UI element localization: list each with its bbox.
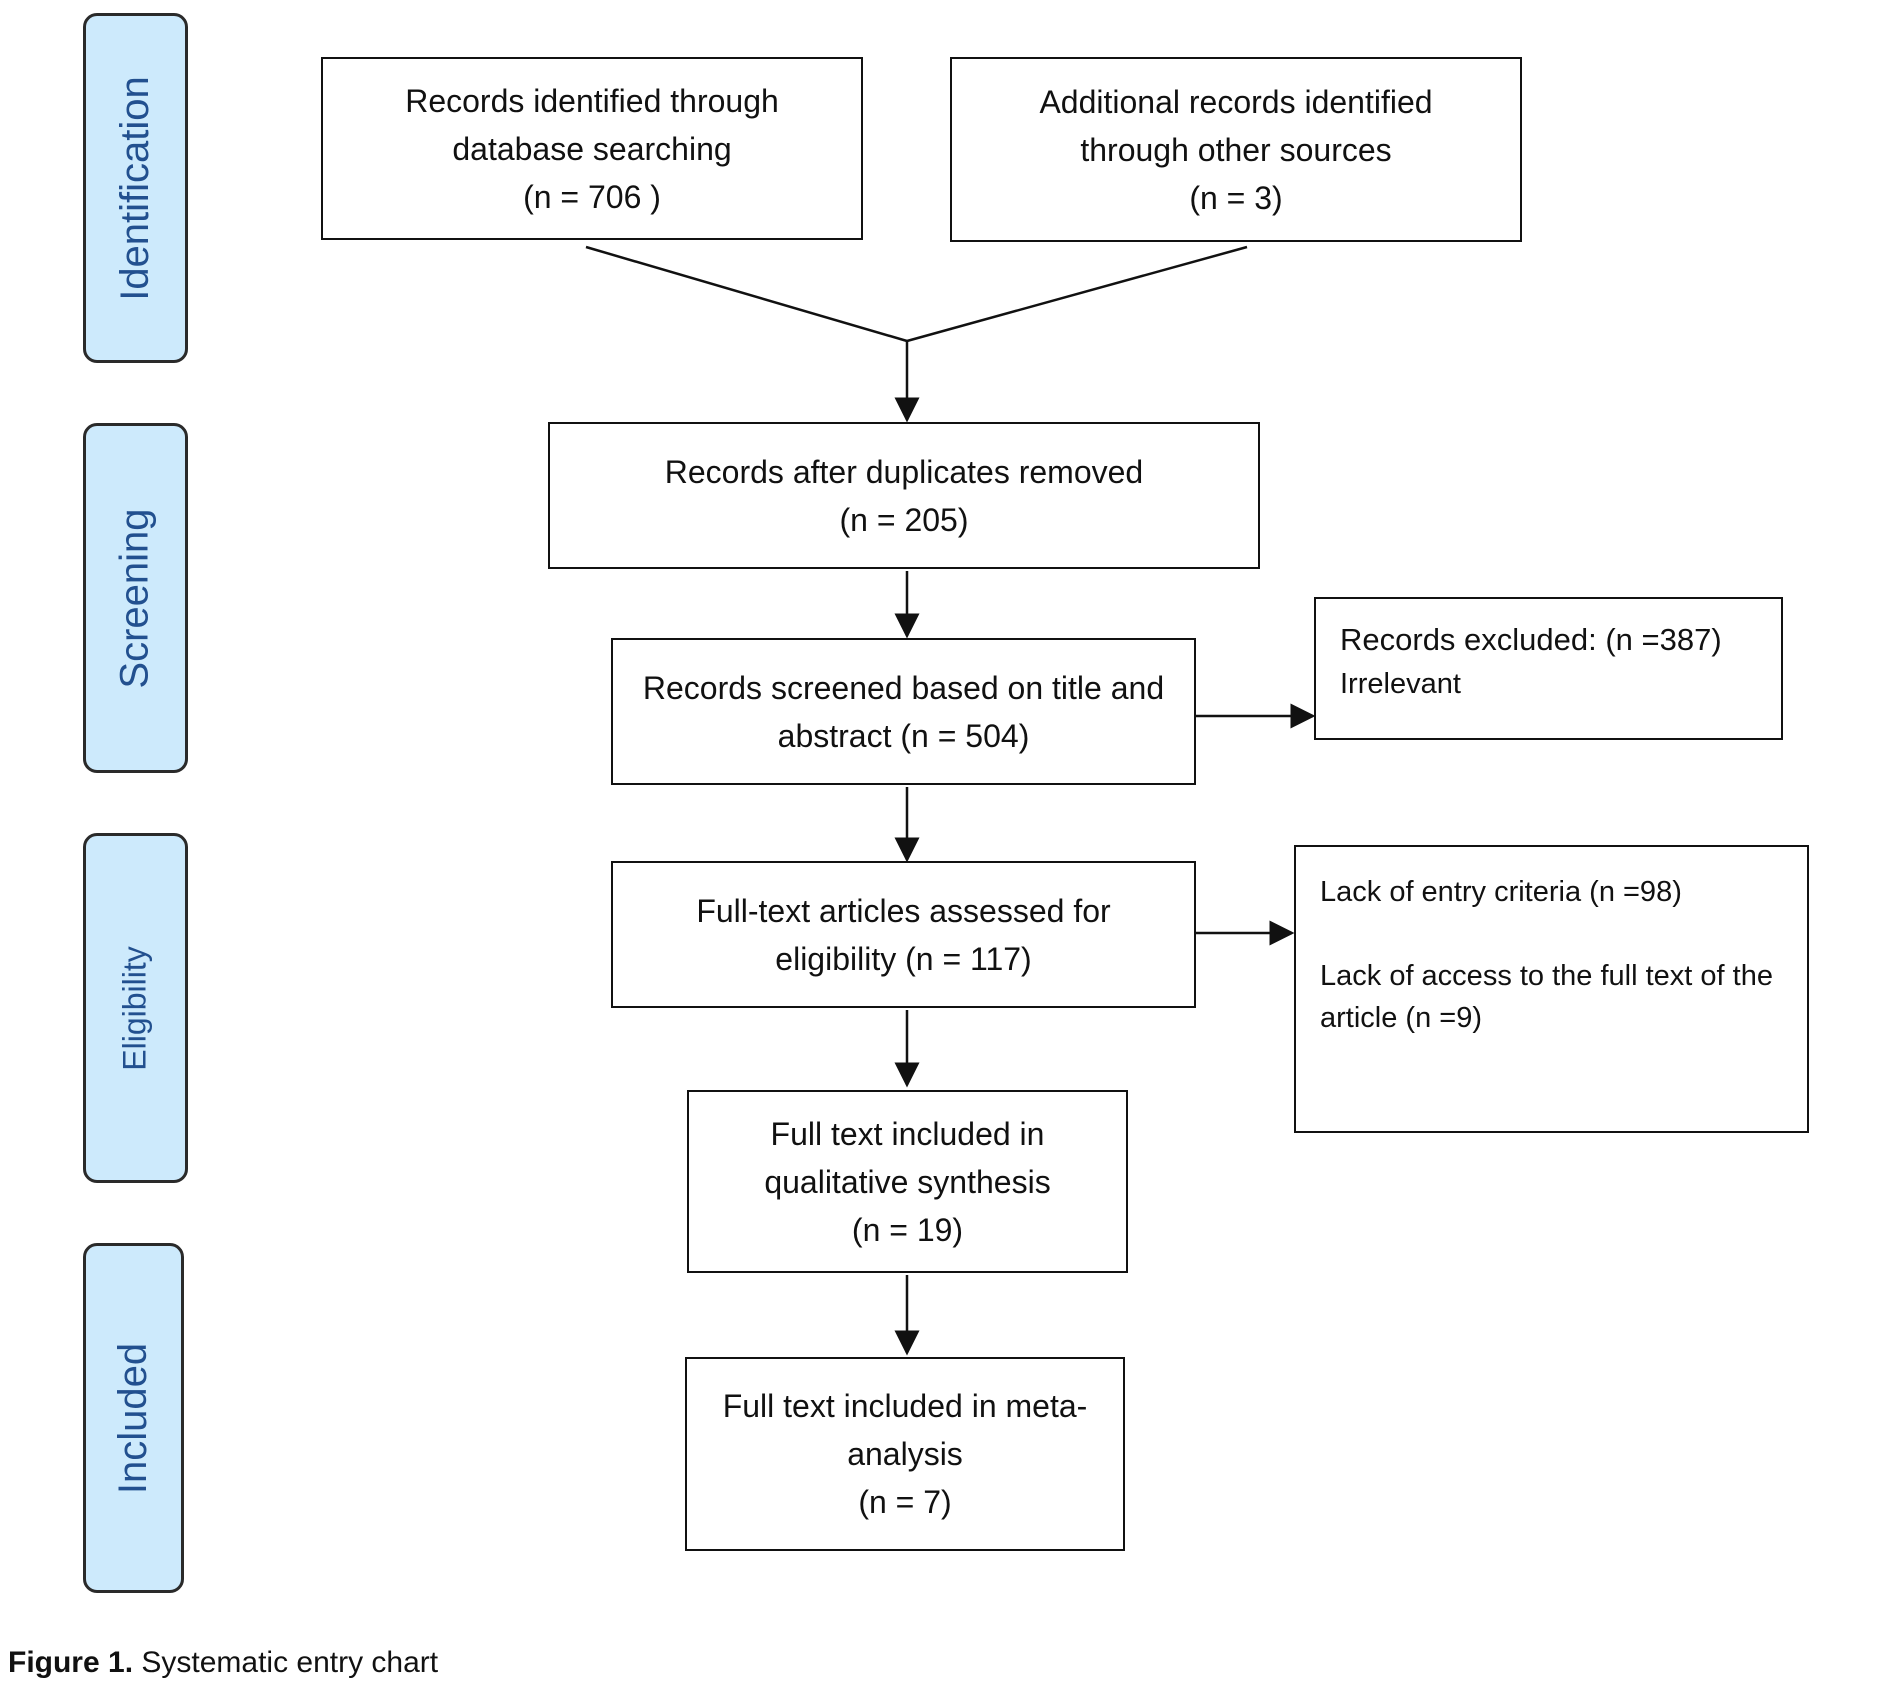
box-line: Records identified through	[405, 82, 779, 119]
box-line: abstract (n = 504)	[777, 717, 1030, 754]
box-line: Additional records identified	[1039, 83, 1433, 120]
box-duplicates-removed: Records after duplicates removed (n = 20…	[548, 422, 1260, 569]
box-line: through other sources	[1080, 131, 1392, 168]
box-other-sources: Additional records identified through ot…	[950, 57, 1522, 242]
box-line: (n = 7)	[858, 1484, 952, 1520]
box-line: Full-text articles assessed for	[696, 892, 1111, 929]
box-database-search: Records identified through database sear…	[321, 57, 863, 240]
phase-included: Included	[83, 1243, 184, 1593]
box-line: Full text included in	[770, 1115, 1045, 1152]
box-line: (n = 205)	[839, 501, 969, 538]
box-line: eligibility (n = 117)	[775, 940, 1032, 977]
box-excluded: Records excluded: (n =387) Irrelevant	[1314, 597, 1783, 740]
box-screened: Records screened based on title and abst…	[611, 638, 1196, 785]
box-meta-analysis: Full text included in meta- analysis (n …	[685, 1357, 1125, 1551]
box-line: analysis	[847, 1436, 963, 1472]
figure-caption: Figure 1. Systematic entry chart	[8, 1646, 438, 1680]
phase-label: Identification	[113, 75, 157, 301]
box-line: (n = 706 )	[523, 178, 661, 215]
box-line: Lack of entry criteria (n =98)	[1320, 876, 1682, 908]
box-fulltext-excluded: Lack of entry criteria (n =98) Lack of a…	[1294, 845, 1809, 1133]
box-line: database searching	[452, 130, 732, 167]
box-line: (n = 3)	[1189, 179, 1283, 216]
phase-label: Screening	[113, 507, 157, 689]
box-line: Records after duplicates removed	[664, 453, 1144, 490]
merge-line-right	[906, 245, 1248, 343]
box-line: qualitative synthesis	[764, 1163, 1051, 1200]
box-line: Lack of access to the full text of the	[1320, 960, 1773, 992]
merge-line-left	[585, 245, 908, 343]
phase-identification: Identification	[83, 13, 188, 363]
phase-screening: Screening	[83, 423, 188, 773]
phase-label: Eligibility	[117, 945, 154, 1071]
box-line: (n = 19)	[851, 1211, 964, 1248]
box-line: article (n =9)	[1320, 1002, 1482, 1034]
box-line: Records excluded: (n =387)	[1340, 622, 1722, 657]
caption-text: Systematic entry chart	[133, 1646, 439, 1679]
box-line: Irrelevant	[1340, 668, 1461, 700]
phase-eligibility: Eligibility	[83, 833, 188, 1183]
box-fulltext-assessed: Full-text articles assessed for eligibil…	[611, 861, 1196, 1008]
phase-label: Included	[111, 1342, 156, 1494]
box-line: Records screened based on title and	[642, 669, 1165, 706]
box-line: Full text included in meta-	[722, 1388, 1088, 1424]
caption-label: Figure 1.	[8, 1646, 134, 1679]
box-qualitative: Full text included in qualitative synthe…	[687, 1090, 1128, 1273]
